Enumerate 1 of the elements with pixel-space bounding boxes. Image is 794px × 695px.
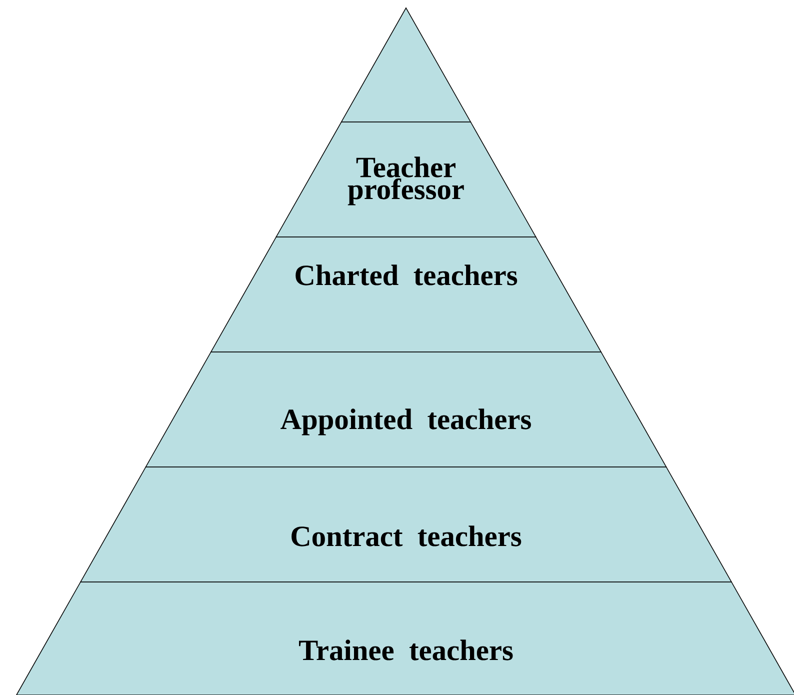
pyramid-band: Appointed teachers [145, 352, 667, 468]
